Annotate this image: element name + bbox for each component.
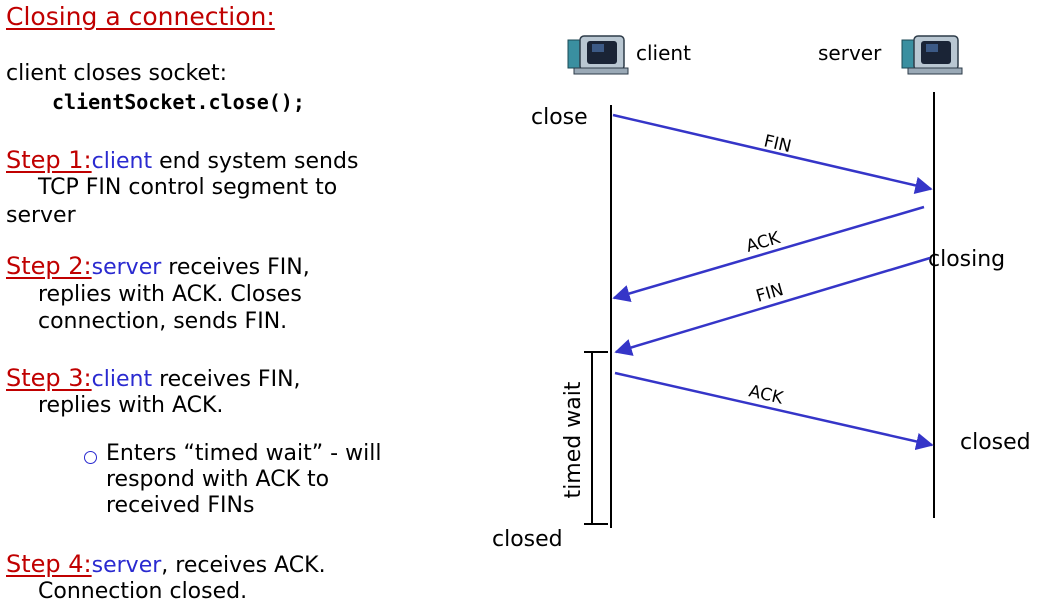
step-4: Step 4:server, receives ACK. (6, 552, 326, 578)
client-closed-label: closed (492, 527, 563, 552)
server-closed-label: closed (960, 430, 1031, 455)
server-computer-icon (901, 35, 963, 75)
code-snippet: clientSocket.close(); (52, 90, 305, 114)
bullet-line-2: respond with ACK to (106, 467, 330, 492)
step-2: Step 2:server receives FIN, (6, 254, 310, 280)
bullet-line-3: received FINs (106, 493, 255, 518)
step-3-line-2: replies with ACK. (38, 393, 224, 418)
step-2-label: Step 2: (6, 252, 92, 280)
server-label: server (818, 41, 882, 65)
step-3-label: Step 3: (6, 364, 92, 392)
step-4-text: , receives ACK. (161, 553, 326, 578)
step-1: Step 1:client end system sends (6, 148, 358, 174)
bullet-line-1: Enters “timed wait” - will (106, 441, 382, 466)
step-1-line-2: TCP FIN control segment to (38, 175, 338, 200)
timed-wait-bracket (584, 351, 608, 525)
slide-title: Closing a connection: (6, 2, 275, 31)
msg-label-fin-1: FIN (762, 131, 793, 157)
timed-wait-label: timed wait (561, 381, 586, 498)
client-computer-icon (567, 35, 629, 75)
step-4-actor: server (91, 553, 162, 578)
client-label: client (636, 41, 691, 65)
step-3-text: receives FIN, (152, 367, 301, 392)
msg-label-ack-1: ACK (744, 228, 783, 257)
step-3: Step 3:client receives FIN, (6, 366, 301, 392)
step-3-actor: client (91, 367, 153, 392)
step-1-line-3: server (6, 203, 76, 228)
intro-line: client closes socket: (6, 61, 228, 86)
step-4-label: Step 4: (6, 550, 92, 578)
step-4-line-2: Connection closed. (38, 579, 248, 604)
fin-arrow-client-to-server (612, 113, 933, 194)
step-2-actor: server (91, 255, 162, 280)
step-1-text: end system sends (152, 149, 359, 174)
step-2-line-2: replies with ACK. Closes (38, 282, 302, 307)
ack-arrow-server-to-client (612, 205, 925, 302)
step-1-actor: client (91, 149, 153, 174)
client-close-label: close (531, 105, 588, 130)
step-2-text: receives FIN, (161, 255, 310, 280)
step-2-line-3: connection, sends FIN. (38, 309, 288, 334)
server-closing-label: closing (928, 247, 1005, 272)
step-1-label: Step 1: (6, 146, 92, 174)
bullet-circle-icon (84, 451, 97, 464)
ack-arrow-client-to-server (614, 371, 934, 451)
fin-arrow-server-to-client (614, 256, 931, 356)
